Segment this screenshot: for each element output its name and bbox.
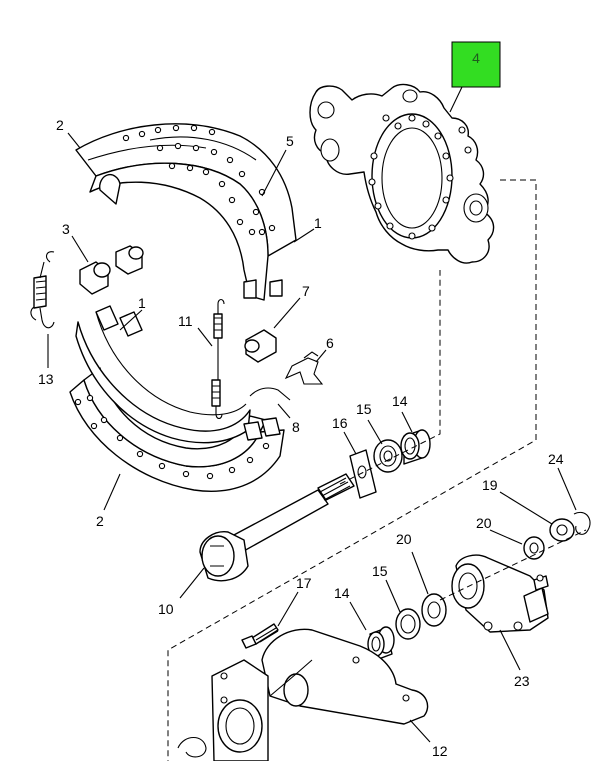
leader-4 bbox=[449, 86, 463, 113]
upper-brake-shoe bbox=[75, 123, 297, 301]
callout-23[interactable]: 23 bbox=[514, 673, 530, 689]
callout-3[interactable]: 3 bbox=[62, 221, 70, 237]
bushing-part-15-upper bbox=[373, 439, 403, 473]
callout-19[interactable]: 19 bbox=[482, 477, 498, 493]
bolt-part-17 bbox=[241, 623, 279, 649]
callout-13[interactable]: 13 bbox=[38, 371, 54, 387]
seal-part-14-lower bbox=[367, 626, 395, 661]
clip-part-6 bbox=[284, 351, 324, 385]
washer-part-20-lower bbox=[421, 593, 447, 627]
pin-part-8 bbox=[249, 387, 291, 401]
callout-10[interactable]: 10 bbox=[158, 601, 174, 617]
washer-part-16 bbox=[349, 449, 377, 499]
return-spring-part-13 bbox=[30, 251, 55, 329]
callout-17[interactable]: 17 bbox=[296, 575, 312, 591]
callout-12[interactable]: 12 bbox=[432, 743, 448, 759]
highlighted-part-4-box[interactable] bbox=[451, 41, 501, 88]
brake-spider-part-4 bbox=[309, 83, 495, 264]
callout-8[interactable]: 8 bbox=[292, 419, 300, 435]
callout-labels: 2 5 1 3 1 7 11 6 13 8 16 15 14 2 24 19 2… bbox=[38, 117, 564, 759]
snap-ring bbox=[177, 736, 207, 758]
roller-part-7 bbox=[244, 329, 277, 363]
callout-20-lower[interactable]: 20 bbox=[396, 531, 412, 547]
assembly-line-adjuster bbox=[439, 529, 587, 601]
callout-5[interactable]: 5 bbox=[286, 133, 294, 149]
seal-part-14-upper bbox=[400, 429, 431, 465]
roller-part-3 bbox=[79, 245, 144, 295]
callout-15-upper[interactable]: 15 bbox=[356, 401, 372, 417]
callout-1-lower[interactable]: 1 bbox=[138, 295, 146, 311]
callout-15-lower[interactable]: 15 bbox=[372, 563, 388, 579]
highlighted-part-4-label: 4 bbox=[472, 50, 480, 66]
camshaft-bracket-part-12 bbox=[211, 628, 429, 761]
washer-part-20-upper bbox=[523, 536, 545, 560]
slack-adjuster-part-23 bbox=[451, 554, 549, 633]
spring-part-11 bbox=[211, 298, 225, 420]
clip-part-24 bbox=[573, 512, 591, 535]
bushing-part-15-lower bbox=[395, 608, 421, 640]
assembly-line-camshaft bbox=[339, 270, 441, 485]
camshaft-part-10 bbox=[199, 473, 355, 582]
callout-24[interactable]: 24 bbox=[548, 451, 564, 467]
callout-14-lower[interactable]: 14 bbox=[334, 585, 350, 601]
callout-11[interactable]: 11 bbox=[178, 313, 193, 329]
callout-1-upper[interactable]: 1 bbox=[314, 215, 322, 231]
callout-20-upper[interactable]: 20 bbox=[476, 515, 492, 531]
callout-14-upper[interactable]: 14 bbox=[392, 393, 408, 409]
leader-lines bbox=[47, 132, 577, 743]
callout-2-upper[interactable]: 2 bbox=[56, 117, 64, 133]
callout-16[interactable]: 16 bbox=[332, 415, 348, 431]
washer-part-19 bbox=[549, 518, 575, 542]
lower-brake-shoe bbox=[69, 305, 285, 492]
callout-2-lower[interactable]: 2 bbox=[96, 513, 104, 529]
assembly-line-upper bbox=[167, 179, 537, 761]
callout-6[interactable]: 6 bbox=[326, 335, 334, 351]
callout-7[interactable]: 7 bbox=[302, 283, 310, 299]
